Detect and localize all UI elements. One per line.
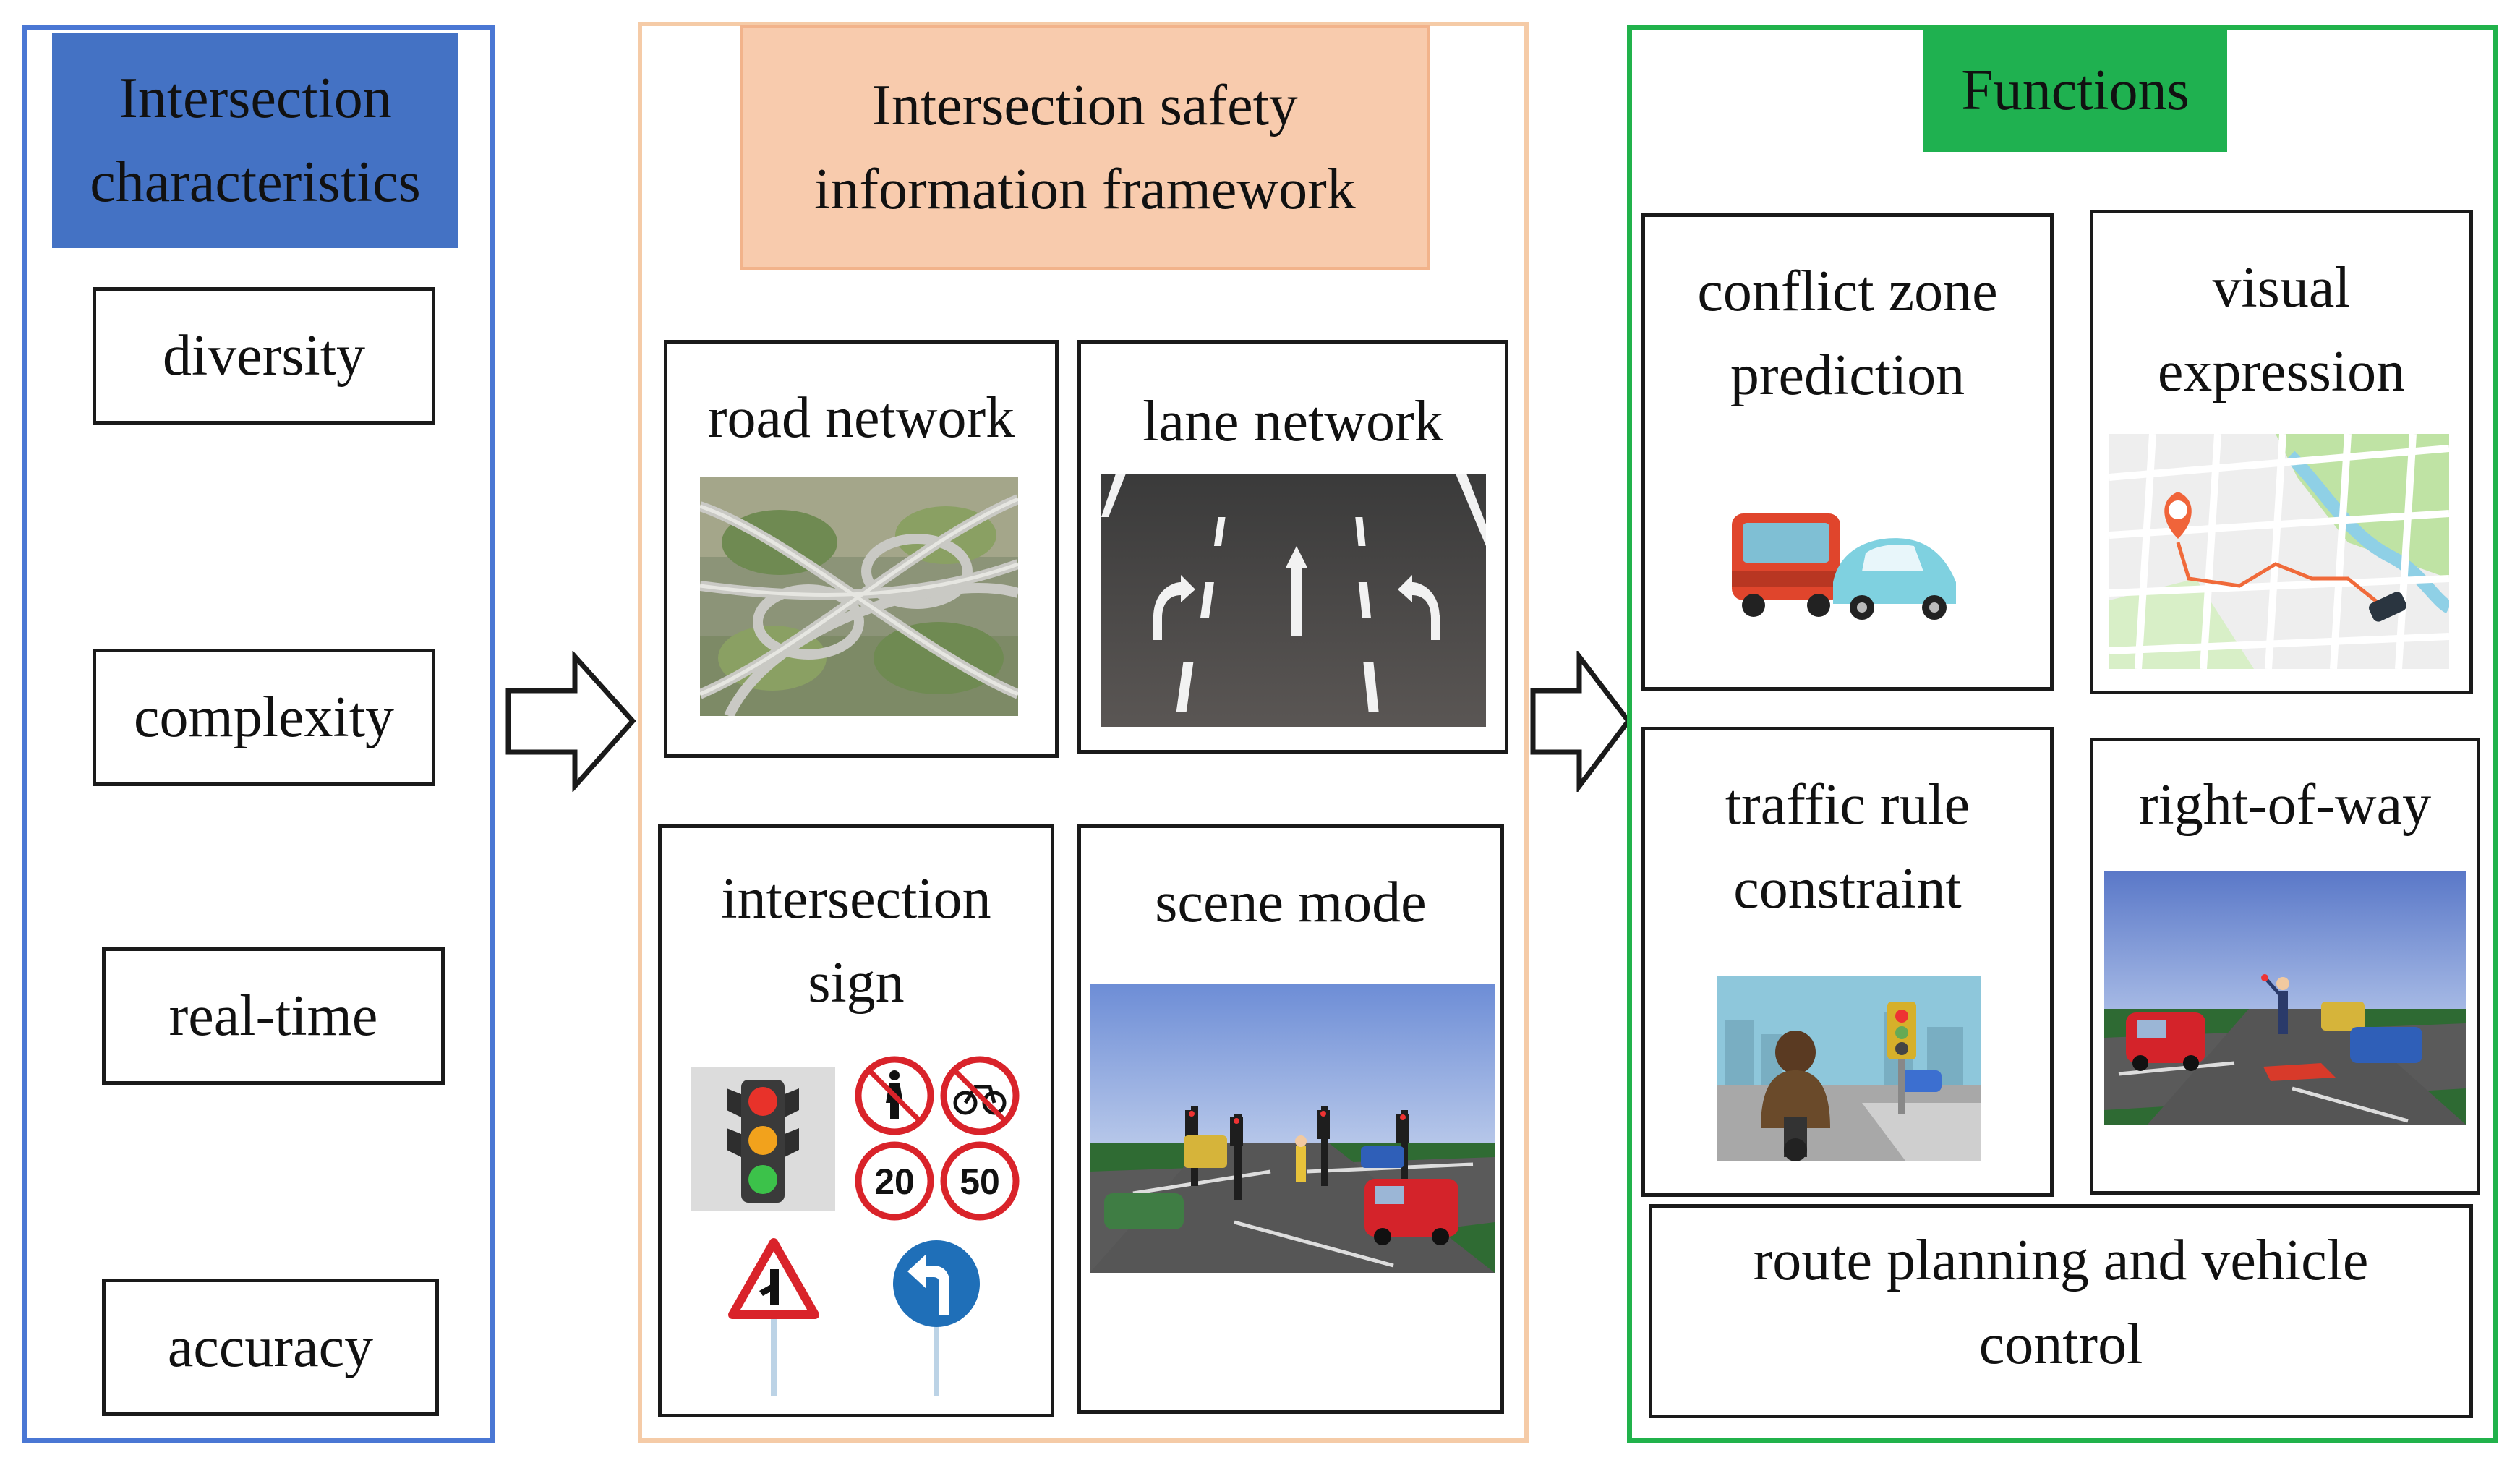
flow-arrow-icon-1 <box>505 651 636 792</box>
intersection-sign-label: intersection sign <box>662 857 1051 1025</box>
scene-mode-label: scene mode <box>1155 871 1427 934</box>
framework-header-line2: information framework <box>814 158 1356 221</box>
cell-scene-mode: scene mode <box>1077 824 1504 1414</box>
cell-route-planning: route planning and vehicle control <box>1649 1204 2473 1418</box>
highway-interchange-image-icon <box>700 477 1018 716</box>
functions-header-label: Functions <box>1961 59 2190 122</box>
route-map-icon <box>2109 434 2449 669</box>
cell-road-network: road network <box>664 340 1059 758</box>
regulatory-signs-icon: 20 50 <box>855 1056 1020 1221</box>
warning-triangle-sign-icon <box>728 1238 819 1396</box>
functions-panel <box>1627 25 2498 1443</box>
route-planning-label-line2: control <box>1978 1313 2143 1376</box>
visual-expression-label: visual expression <box>2093 246 2469 414</box>
conflict-zone-label-line1: conflict zone <box>1697 260 1998 323</box>
characteristics-header-line2: characteristics <box>90 150 421 214</box>
route-planning-label-line1: route planning and vehicle <box>1753 1229 2369 1292</box>
speed-sign-20: 20 <box>874 1161 915 1202</box>
lane-network-label: lane network <box>1142 390 1443 453</box>
functions-header: Functions <box>1923 29 2227 152</box>
cell-traffic-rule-constraint: traffic rule constraint <box>1641 727 2054 1197</box>
characteristic-complexity-label: complexity <box>134 685 394 749</box>
characteristic-real-time: real-time <box>102 947 445 1085</box>
traffic-rule-label: traffic rule constraint <box>1645 763 2050 931</box>
conflict-zone-label-line2: prediction <box>1730 344 1965 407</box>
lane-markings-image-icon <box>1101 474 1486 727</box>
characteristics-header-line1: Intersection <box>119 67 392 130</box>
characteristic-accuracy: accuracy <box>102 1279 439 1416</box>
characteristic-accuracy-label: accuracy <box>167 1315 374 1379</box>
road-network-label: road network <box>707 386 1015 450</box>
characteristics-panel <box>22 25 495 1443</box>
right-of-way-label: right-of-way <box>2138 773 2432 837</box>
visual-expression-label-line1: visual <box>2212 256 2351 320</box>
route-planning-label: route planning and vehicle control <box>1652 1219 2469 1386</box>
conflict-zone-label: conflict zone prediction <box>1645 249 2050 417</box>
traffic-rule-label-line2: constraint <box>1733 857 1962 921</box>
flow-arrow-icon-2 <box>1530 651 1632 792</box>
intersection-scene-image-icon <box>1090 984 1495 1273</box>
cell-visual-expression: visual expression <box>2090 210 2473 694</box>
framework-header-line1: Intersection safety <box>872 74 1298 137</box>
intersection-sign-label-line2: sign <box>808 951 905 1015</box>
motorcycle-at-light-icon <box>1717 976 1981 1161</box>
characteristic-real-time-label: real-time <box>168 984 378 1048</box>
right-of-way-scene-image-icon <box>2104 871 2466 1125</box>
cell-right-of-way: right-of-way <box>2090 738 2480 1195</box>
cell-intersection-sign: intersection sign 20 50 <box>658 824 1054 1417</box>
cell-lane-network: lane network <box>1077 340 1508 754</box>
traffic-rule-label-line1: traffic rule <box>1725 773 1970 837</box>
vehicle-collision-icon <box>1732 513 1956 620</box>
characteristic-diversity-label: diversity <box>163 323 365 388</box>
framework-panel <box>638 22 1529 1443</box>
framework-header: Intersection safety information framewor… <box>740 25 1430 270</box>
turn-left-sign-icon <box>893 1240 980 1396</box>
characteristic-diversity: diversity <box>93 287 435 425</box>
intersection-sign-label-line1: intersection <box>721 867 991 931</box>
speed-sign-50: 50 <box>960 1161 1000 1202</box>
visual-expression-label-line2: expression <box>2157 340 2406 404</box>
characteristic-complexity: complexity <box>93 649 435 786</box>
cell-conflict-zone-prediction: conflict zone prediction <box>1641 213 2054 691</box>
traffic-light-icon <box>691 1067 835 1211</box>
characteristics-header: Intersection characteristics <box>52 33 458 248</box>
